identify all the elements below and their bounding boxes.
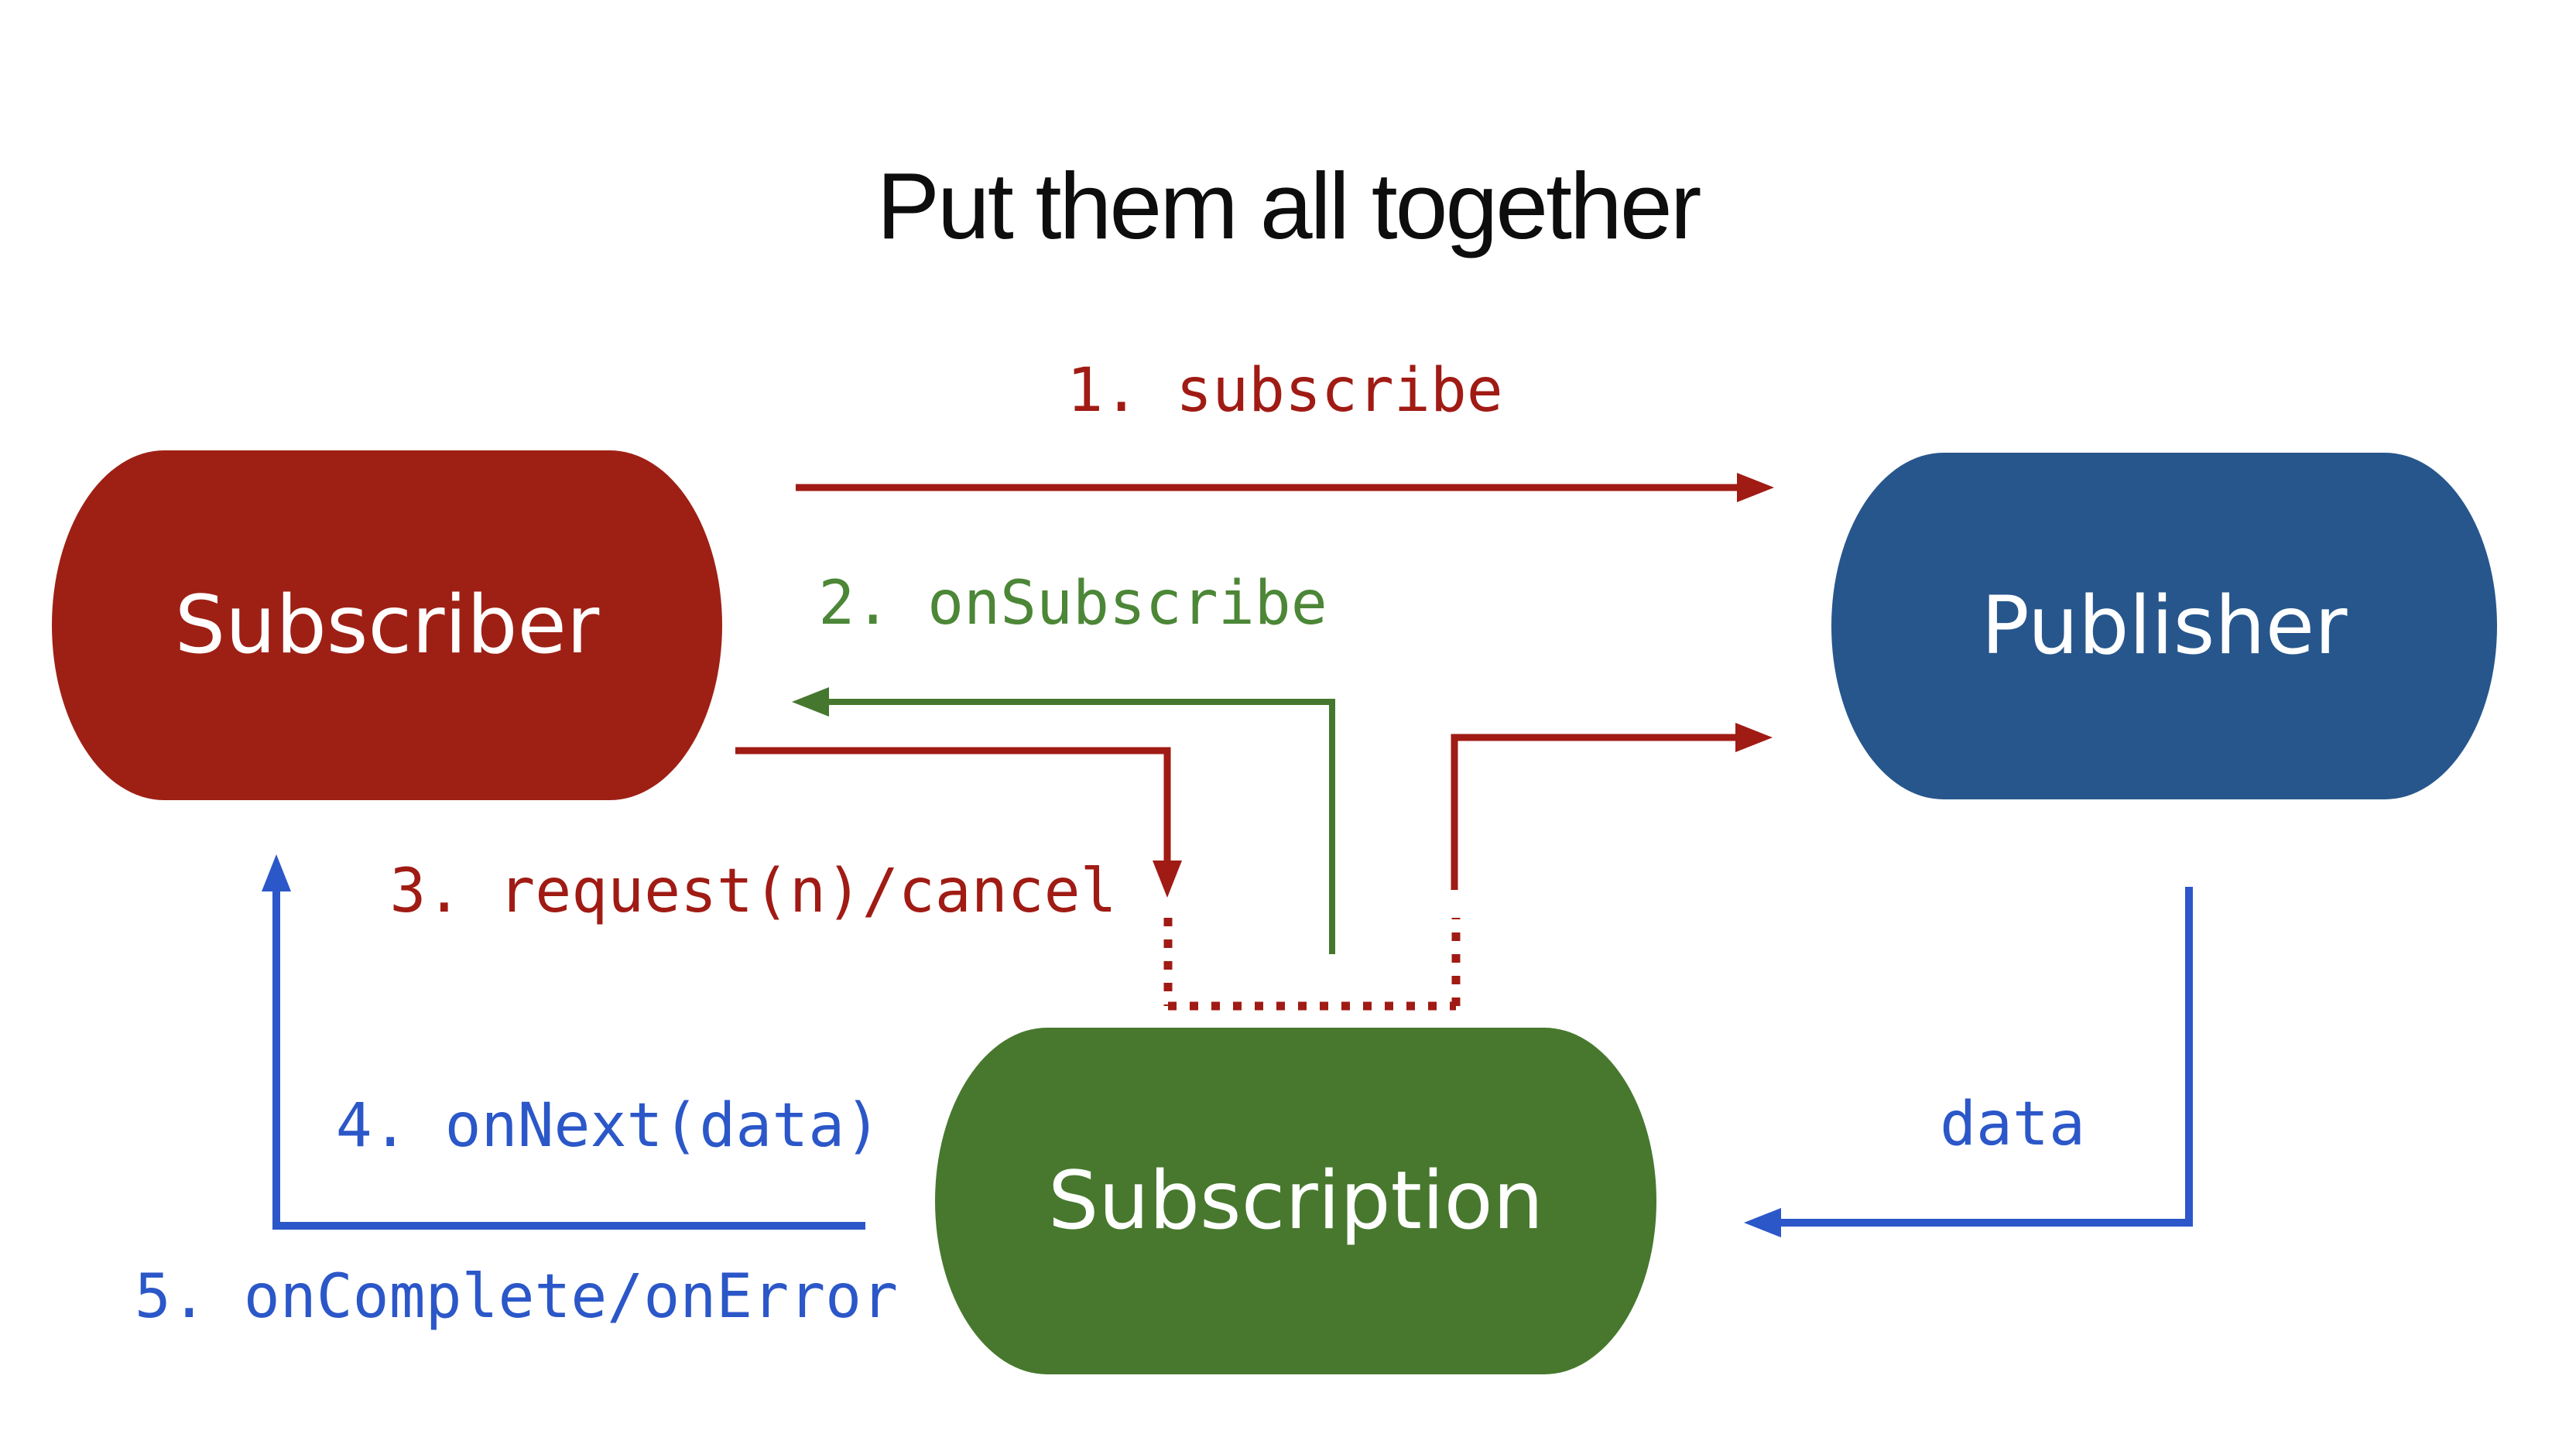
data-label: data: [1940, 1090, 2085, 1159]
subscription-publisher-arrow: [1451, 723, 1773, 890]
request-cancel-label: 3. request(n)/cancel: [389, 857, 1117, 926]
diagram-title: Put them all together: [876, 153, 1702, 258]
request-cancel-arrow: [735, 747, 1182, 898]
subscribe-arrow: [796, 473, 1774, 502]
subscription-node-label: Subscription: [1048, 1155, 1543, 1247]
subscriber-node: Subscriber: [52, 450, 722, 800]
dotted-connector: [1163, 918, 1461, 1011]
onsubscribe-arrow: [792, 687, 1335, 954]
onsubscribe-label: 2. onSubscribe: [818, 569, 1327, 638]
onnext-label: 4. onNext(data): [335, 1091, 882, 1161]
subscription-node: Subscription: [935, 1028, 1656, 1374]
subscribe-label: 1. subscribe: [1067, 356, 1503, 426]
data-arrow: [1744, 887, 2193, 1237]
publisher-node-label: Publisher: [1981, 580, 2348, 672]
publisher-node: Publisher: [1831, 453, 2497, 799]
onnext-arrow: [262, 854, 865, 1230]
subscriber-node-label: Subscriber: [174, 579, 600, 672]
oncomplete-label: 5. onComplete/onError: [134, 1262, 899, 1332]
